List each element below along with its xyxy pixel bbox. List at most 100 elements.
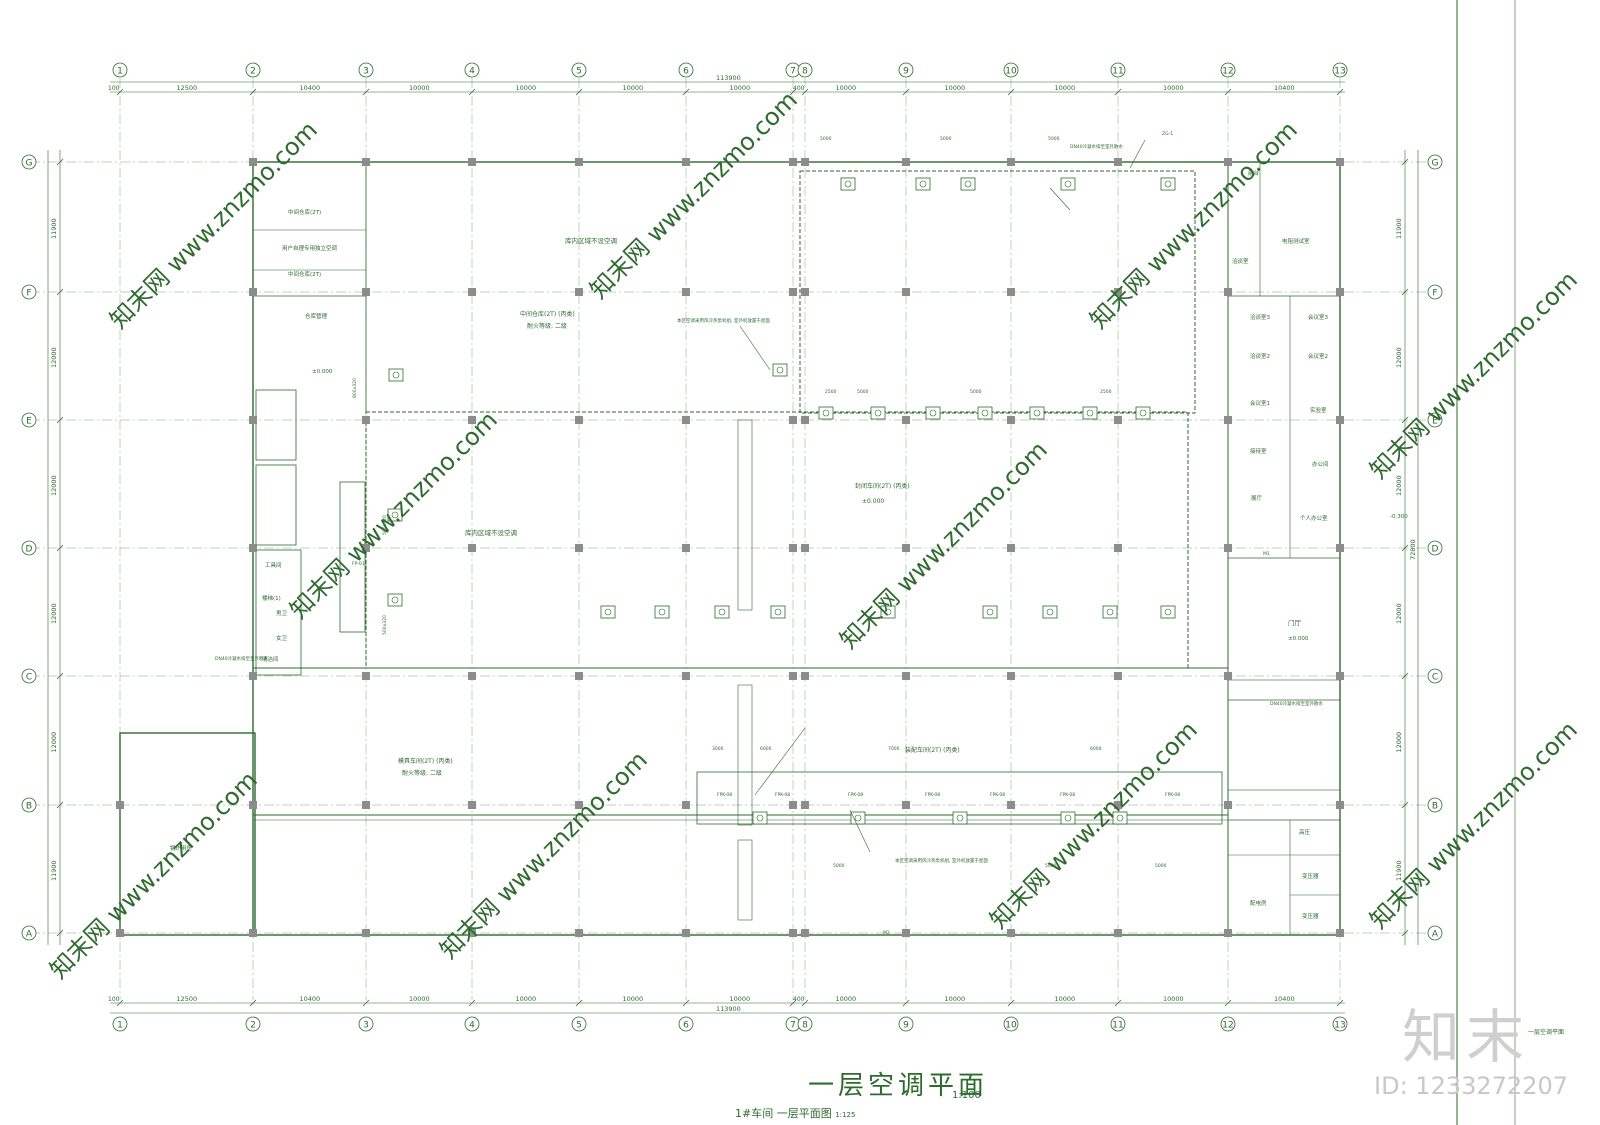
- drawing-title: 一层空调平面: [808, 1071, 989, 1101]
- dimension-total: 72800: [1409, 539, 1417, 560]
- room-label: ±0.000: [312, 369, 333, 375]
- axis-bubble-label: 13: [1334, 67, 1345, 77]
- annotations: DN40冷凝水排至室外散水 DN40冷凝水排至室外散水 DN40冷凝水排至室外散…: [215, 131, 1324, 936]
- room-label: 锅炉用房: [170, 844, 193, 852]
- ac-unit-fan: [964, 180, 972, 188]
- watermark-text: 知末网 www.znzmo.com: [44, 766, 262, 984]
- axis-bubble-label: A: [26, 930, 33, 940]
- structural-column: [1007, 801, 1015, 809]
- axis-bubble: [898, 1016, 914, 1032]
- structural-column: [362, 416, 370, 424]
- ac-unit: [1060, 811, 1076, 825]
- ac-unit-fan: [919, 180, 927, 188]
- dimension-value: 10400: [1274, 84, 1295, 92]
- structural-column: [249, 416, 257, 424]
- axis-bubble-label: D: [26, 545, 33, 555]
- duct-label: 800x320: [352, 378, 358, 398]
- axis-bubble: [571, 1016, 587, 1032]
- axis-bubble-label: 2: [250, 1021, 256, 1031]
- room-label: 办公间: [1312, 460, 1329, 468]
- ac-unit-fan: [884, 608, 892, 616]
- dimension-total: 113900: [716, 1005, 741, 1013]
- axis-bubble: [1220, 1016, 1236, 1032]
- dimension-label: 6000: [1090, 746, 1102, 752]
- axis-bubble-label: F: [26, 289, 31, 299]
- dimension-value: 10000: [730, 995, 751, 1003]
- structural-column: [468, 288, 476, 296]
- dimension-value: 10000: [623, 995, 644, 1003]
- axis-bubble: [1427, 925, 1443, 941]
- dimension-tick: [56, 416, 64, 424]
- room-label: 个人办公室: [1300, 514, 1328, 522]
- dimension-value: 11900: [1395, 860, 1403, 881]
- dimension-tick: [1401, 416, 1409, 424]
- structural-column: [249, 929, 257, 937]
- dimension-value: 12500: [177, 84, 198, 92]
- structural-column: [362, 801, 370, 809]
- ac-unit: [1029, 406, 1045, 420]
- dimension-value: 12000: [50, 732, 58, 753]
- leader-lines: [739, 139, 1146, 853]
- ac-unit-fan: [822, 409, 830, 417]
- side-note: 一层空调平面: [1528, 1029, 1565, 1036]
- watermark-text: 知末网 www.znzmo.com: [584, 86, 802, 304]
- axis-bubble-label: 7: [790, 1021, 796, 1031]
- dimension-tick: [362, 88, 370, 96]
- axis-bubble-label: C: [1432, 673, 1438, 683]
- ac-unit-fan: [986, 608, 994, 616]
- ac-unit-fan: [391, 596, 399, 604]
- dimension-tick: [249, 88, 257, 96]
- structural-column: [468, 929, 476, 937]
- axis-bubble: [112, 1016, 128, 1032]
- dimension-tick: [56, 801, 64, 809]
- ac-unit: [960, 177, 976, 191]
- dimension-tick: [682, 999, 690, 1007]
- axis-bubble-label: 4: [469, 1021, 475, 1031]
- annotation: DN40冷凝水排至室外散水: [215, 655, 269, 662]
- room-label: 库内区域不设空调: [565, 236, 617, 245]
- annotation: FP-01: [352, 561, 365, 567]
- dimension-value: 400: [793, 85, 805, 92]
- room-label: 展厅: [1251, 495, 1263, 502]
- dimension-label: 5000: [857, 389, 869, 395]
- axis-bubble-label: 6: [683, 67, 689, 77]
- dimension-tick: [789, 999, 797, 1007]
- dimension-value: 10000: [409, 995, 430, 1003]
- structural-column: [468, 416, 476, 424]
- dimension-tick: [116, 88, 124, 96]
- structural-column: [789, 544, 797, 552]
- room-label: ±0.000: [1288, 636, 1309, 642]
- room-label: 工具间: [265, 561, 282, 569]
- axis-bubble-label: 1: [117, 67, 123, 77]
- axis-bubble-label: B: [1432, 802, 1438, 812]
- room-label: 配电房: [1250, 899, 1267, 907]
- room-label: 接待室: [1250, 447, 1267, 455]
- structural-column: [1336, 158, 1344, 166]
- axis-bubble: [1427, 797, 1443, 813]
- dimension-value: 10400: [300, 84, 321, 92]
- ac-unit: [977, 406, 993, 420]
- structural-column: [801, 416, 809, 424]
- axis-bubble: [21, 925, 37, 941]
- room-label: 变压器: [1302, 912, 1319, 920]
- axis-bubble-label: E: [1432, 417, 1438, 427]
- dimension-label: 7000: [888, 746, 900, 752]
- dimension-value: 10000: [945, 995, 966, 1003]
- axis-bubble: [245, 62, 261, 78]
- axis-bubble-label: F: [1432, 289, 1437, 299]
- ac-unit: [770, 605, 786, 619]
- structural-column: [789, 158, 797, 166]
- ac-unit-fan: [1064, 814, 1072, 822]
- axis-bubble-label: 4: [469, 67, 475, 77]
- structural-column: [1114, 288, 1122, 296]
- ac-unit-fan: [1164, 180, 1172, 188]
- structural-column: [902, 544, 910, 552]
- room-label: 电阻测试室: [1282, 237, 1310, 245]
- room-label: 变压器: [1302, 872, 1319, 880]
- axis-bubble-label: C: [26, 673, 32, 683]
- fpk-label: FPK-08: [925, 792, 940, 798]
- axis-bubble-label: D: [1432, 545, 1439, 555]
- ac-unit-fan: [658, 608, 666, 616]
- structural-column: [575, 801, 583, 809]
- axis-bubble-label: 13: [1334, 1021, 1345, 1031]
